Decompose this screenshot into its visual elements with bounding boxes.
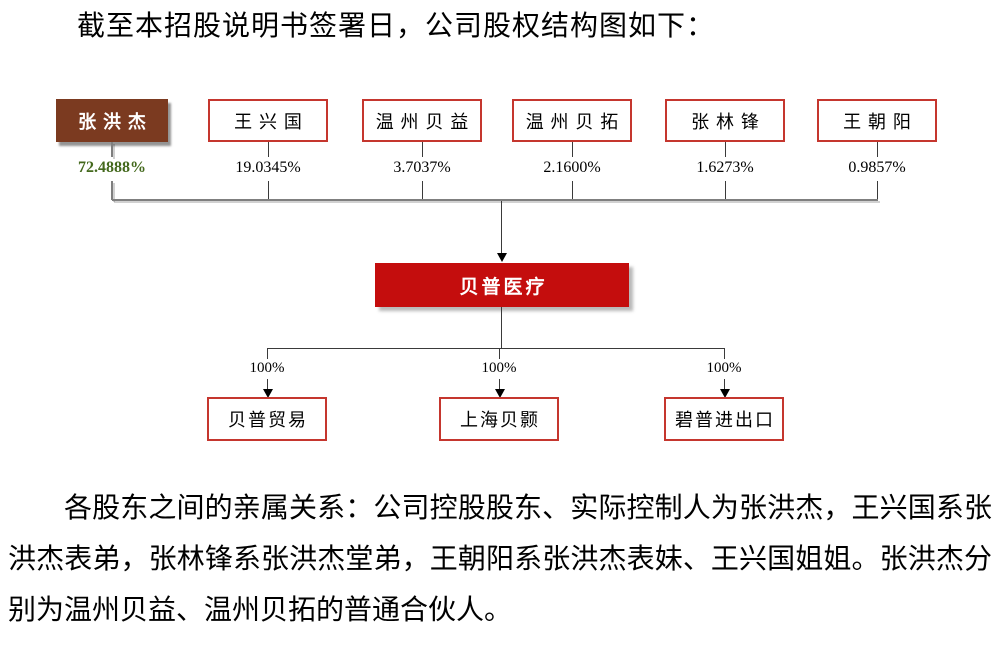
connector-line bbox=[268, 181, 269, 200]
shareholder-name: 王朝阳 bbox=[843, 111, 918, 132]
subsidiary-box: 贝普贸易 bbox=[207, 397, 327, 441]
shareholding-percent: 1.6273% bbox=[696, 159, 754, 176]
shareholder-name: 王兴国 bbox=[234, 111, 309, 132]
down-arrowhead-icon bbox=[495, 389, 505, 398]
shareholder-name: 温州贝益 bbox=[375, 111, 476, 132]
connector-line bbox=[499, 379, 500, 391]
connector-line bbox=[111, 142, 113, 157]
shareholder-box: 张林锋 bbox=[665, 99, 785, 142]
connector-line bbox=[422, 181, 423, 200]
subsidiary-name: 碧普进出口 bbox=[675, 410, 775, 430]
down-arrowhead-icon bbox=[263, 389, 273, 398]
shareholder-box: 温州贝益 bbox=[362, 99, 482, 142]
bus-line bbox=[112, 199, 878, 201]
shareholding-percent: 72.4888% bbox=[78, 159, 146, 176]
ownership-percent: 100% bbox=[706, 360, 742, 376]
shareholding-percent: 19.0345% bbox=[235, 159, 301, 176]
connector-line bbox=[499, 348, 500, 359]
connector-line bbox=[572, 181, 573, 200]
connector-line bbox=[268, 142, 269, 157]
connector-line bbox=[267, 348, 268, 359]
connector-line bbox=[877, 181, 878, 200]
shareholder-name: 张洪杰 bbox=[78, 111, 153, 132]
connector-line bbox=[724, 379, 725, 391]
shareholder-name: 张林锋 bbox=[691, 111, 766, 132]
subsidiary-box: 上海贝颢 bbox=[439, 397, 559, 441]
connector-line bbox=[267, 348, 725, 349]
shareholding-percent: 3.7037% bbox=[393, 159, 451, 176]
connector-line bbox=[422, 142, 423, 157]
shareholding-percent: 0.9857% bbox=[848, 159, 906, 176]
subsidiary-name: 上海贝颢 bbox=[460, 410, 540, 430]
subsidiary-box: 碧普进出口 bbox=[664, 397, 784, 441]
company-box: 贝普医疗 bbox=[375, 263, 629, 307]
subsidiary-name: 贝普贸易 bbox=[228, 410, 308, 430]
connector-line bbox=[572, 142, 573, 157]
down-arrowhead-icon bbox=[497, 253, 507, 262]
relationship-paragraph: 各股东之间的亲属关系：公司控股股东、实际控制人为张洪杰，王兴国系张洪杰表弟，张林… bbox=[8, 493, 992, 626]
connector-line bbox=[267, 379, 268, 391]
ownership-percent: 100% bbox=[481, 360, 517, 376]
connector-line bbox=[111, 181, 113, 200]
company-name: 贝普医疗 bbox=[459, 276, 548, 298]
shareholder-box: 王朝阳 bbox=[817, 99, 937, 142]
connector-line bbox=[724, 348, 725, 359]
connector-line bbox=[877, 142, 878, 157]
shareholding-percent: 2.1600% bbox=[543, 159, 601, 176]
connector-line bbox=[725, 142, 726, 157]
shareholder-box-controlling: 张洪杰 bbox=[56, 99, 168, 142]
connector-line bbox=[501, 201, 502, 254]
equity-structure-diagram: 张洪杰 王兴国 温州贝益 温州贝拓 张林锋 王朝阳 72.4888% 19.03… bbox=[56, 99, 937, 441]
ownership-percent: 100% bbox=[249, 360, 285, 376]
connector-line bbox=[501, 307, 502, 349]
connector-line bbox=[725, 181, 726, 200]
down-arrowhead-icon bbox=[720, 389, 730, 398]
shareholder-name: 温州贝拓 bbox=[525, 111, 626, 132]
shareholder-box: 王兴国 bbox=[208, 99, 328, 142]
shareholder-box: 温州贝拓 bbox=[512, 99, 632, 142]
intro-text: 截至本招股说明书签署日，公司股权结构图如下： bbox=[77, 11, 716, 42]
